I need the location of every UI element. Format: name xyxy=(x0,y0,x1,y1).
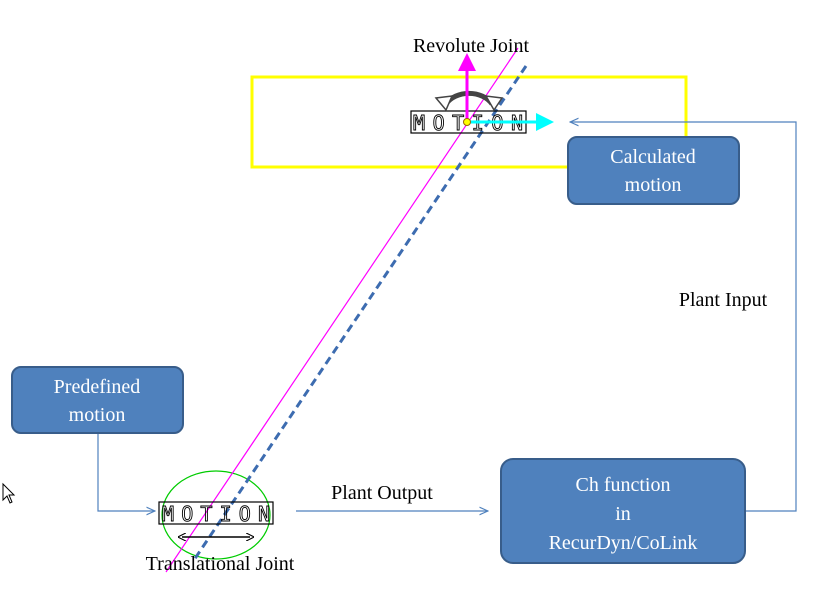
dashed-link-line xyxy=(192,65,528,561)
ch-function-line-3: RecurDyn/CoLink xyxy=(549,532,698,554)
ch-function-line-1: Ch function xyxy=(576,474,671,496)
calculated-motion-line-1: Calculated xyxy=(610,146,696,168)
predefined-motion-line-2: motion xyxy=(69,404,126,426)
predefined-motion-connector xyxy=(97,434,155,511)
predefined-motion-line-1: Predefined xyxy=(54,376,141,398)
ch-function-box-shape xyxy=(500,458,746,564)
joint-origin-icon xyxy=(463,118,471,126)
rotation-arrow-head-right-icon xyxy=(484,95,504,112)
motion-marker-bottom-label: MOTION xyxy=(162,502,270,526)
rotation-arrow-icon xyxy=(443,90,495,106)
predefined-motion-box-shape xyxy=(11,366,184,434)
ch-function-line-2: in xyxy=(615,503,631,525)
translational-joint-label: Translational Joint xyxy=(146,553,295,575)
plant-input-connector xyxy=(570,122,797,512)
rotation-arrow-head-left-icon xyxy=(434,95,454,112)
mouse-cursor-icon xyxy=(2,482,16,504)
translational-motion-marker: MOTION xyxy=(158,501,274,537)
translational-joint-circle xyxy=(161,470,271,560)
revolute-motion-marker: MOTION xyxy=(410,53,554,135)
calculated-motion-box: Calculated motion xyxy=(567,136,740,205)
ch-function-box: Ch function in RecurDyn/CoLink xyxy=(500,458,746,564)
calculated-motion-box-shape xyxy=(567,136,740,205)
plant-output-label: Plant Output xyxy=(331,482,433,504)
revolute-joint-label: Revolute Joint xyxy=(413,35,530,57)
predefined-motion-box: Predefined motion xyxy=(11,366,184,434)
calculated-motion-line-2: motion xyxy=(625,174,682,196)
link-line xyxy=(165,47,519,573)
plant-input-label: Plant Input xyxy=(679,289,768,311)
motion-marker-bottom-frame xyxy=(158,501,274,525)
